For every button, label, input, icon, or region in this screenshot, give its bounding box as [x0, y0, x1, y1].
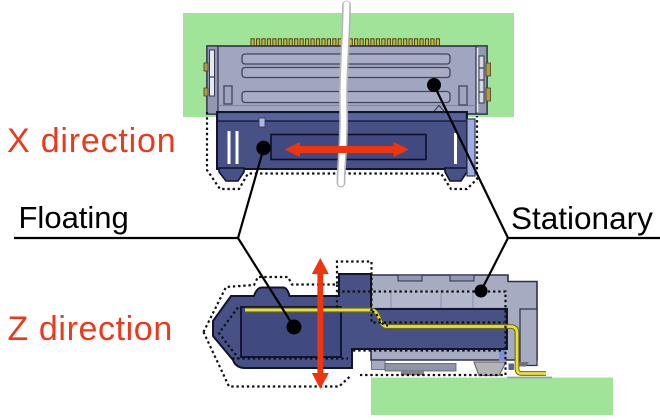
svg-text:X direction: X direction	[7, 122, 176, 160]
svg-text:Floating: Floating	[19, 200, 129, 235]
svg-text:Z direction: Z direction	[8, 310, 173, 348]
svg-text:Stationary: Stationary	[511, 200, 653, 236]
